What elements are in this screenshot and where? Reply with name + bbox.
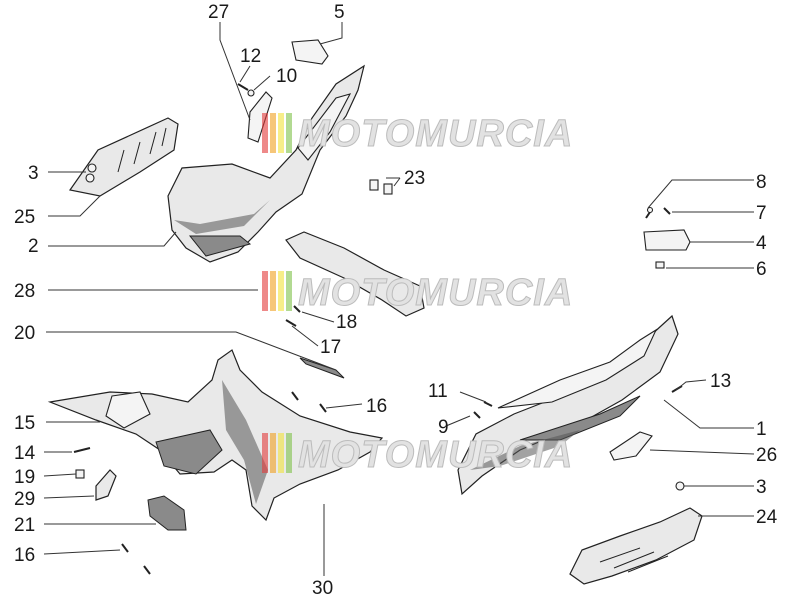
part-27-bracket: [247, 91, 273, 143]
callout-9: 9: [438, 417, 449, 438]
part-16-screws-lower: [121, 543, 151, 575]
callout-27: 27: [208, 2, 229, 23]
callout-4: 4: [756, 233, 767, 254]
part-15-body: [47, 349, 384, 522]
callout-24: 24: [756, 507, 778, 528]
watermark-middle: MOTOMURCIA: [262, 271, 573, 315]
part-24-floor-mat: [569, 507, 703, 585]
part-28-grab-rail: [285, 231, 425, 317]
callout-19: 19: [14, 467, 35, 488]
callout-3-upper: 3: [28, 163, 39, 184]
watermark-bottom: MOTOMURCIA: [262, 433, 573, 477]
callout-25: 25: [14, 207, 35, 228]
callout-10: 10: [276, 66, 297, 87]
part-9-screw: [473, 411, 481, 419]
callout-8: 8: [756, 172, 767, 193]
watermark-text-middle: MOTOMURCIA: [298, 272, 573, 314]
part-17-screw: [285, 319, 297, 327]
part-3-fastener-upper: [87, 163, 97, 173]
part-26-piece: [609, 431, 653, 461]
callout-7: 7: [756, 203, 767, 224]
callout-5: 5: [334, 2, 345, 23]
part-29-hook: [95, 469, 117, 501]
part-5-block: [291, 39, 329, 65]
leader-lines: [43, 22, 755, 576]
callout-21: 21: [14, 515, 35, 536]
callout-16-lower: 16: [14, 545, 35, 566]
callout-23: 23: [404, 168, 425, 189]
part-23-clips: [369, 179, 393, 195]
watermark-text-bottom: MOTOMURCIA: [298, 434, 573, 476]
callout-12: 12: [240, 46, 261, 67]
part-16-screws-upper: [291, 391, 327, 413]
part-2-leg-shield: [167, 64, 365, 263]
callout-2: 2: [28, 236, 39, 257]
watermark-top: MOTOMURCIA: [262, 113, 573, 156]
part-14-screw: [73, 447, 91, 453]
callout-29: 29: [14, 489, 35, 510]
callout-17: 17: [320, 337, 341, 358]
part-19-clip: [75, 469, 85, 479]
callout-1: 1: [756, 419, 767, 440]
callout-16-upper: 16: [366, 396, 387, 417]
part-20-strip: [299, 357, 345, 379]
part-7-screw: [663, 207, 671, 215]
part-3-fastener-lower: [675, 481, 685, 491]
callout-15: 15: [14, 413, 35, 434]
part-18-screw: [293, 305, 301, 313]
callout-18: 18: [336, 312, 357, 333]
part-12-screw: [237, 83, 255, 97]
part-4-block: [643, 229, 691, 251]
part-6-nut: [655, 261, 665, 269]
watermark-text-top: MOTOMURCIA: [298, 113, 573, 155]
callout-28: 28: [14, 281, 35, 302]
callout-30: 30: [312, 578, 333, 599]
callout-3-lower: 3: [756, 477, 767, 498]
part-11-screw: [483, 401, 493, 407]
callout-26: 26: [756, 445, 777, 466]
part-1-side-panel: [457, 314, 679, 496]
part-25-panel: [68, 117, 179, 197]
part-21-bracket: [147, 495, 187, 531]
callout-11: 11: [428, 381, 448, 402]
callout-20: 20: [14, 323, 35, 344]
callout-labels: 27 5 12 10 3 25 2 23 8 7 4 6 28 18 20 17…: [14, 2, 778, 599]
callout-13: 13: [710, 371, 731, 392]
callout-14: 14: [14, 443, 36, 464]
part-8-screw: [645, 206, 654, 219]
callout-6: 6: [756, 259, 767, 280]
